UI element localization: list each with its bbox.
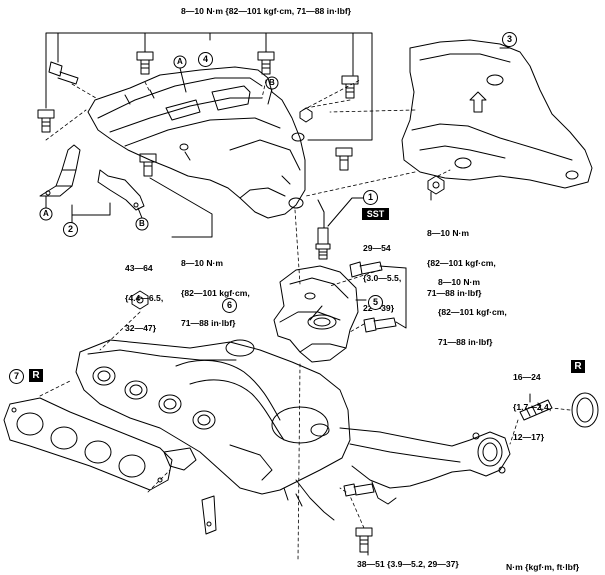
callout-4: 4 bbox=[198, 52, 213, 67]
marker-a-lower: A bbox=[43, 209, 49, 218]
callout-1: 1 bbox=[363, 190, 378, 205]
reference-markers bbox=[39, 55, 279, 231]
heat-shield-upper bbox=[87, 66, 306, 219]
replace-part-tag-gasket: R bbox=[29, 369, 43, 382]
torque-line-1: 29—54 bbox=[363, 243, 391, 253]
callout-2: 2 bbox=[63, 222, 78, 237]
callout-6: 6 bbox=[222, 298, 237, 313]
torque-line-3: 71—88 in·lbf} bbox=[181, 318, 236, 328]
torque-line-3: 71—88 in·lbf} bbox=[427, 288, 482, 298]
leader-lines bbox=[71, 32, 531, 556]
torque-line-1: 16—24 bbox=[513, 372, 541, 382]
manifold-gasket bbox=[3, 397, 173, 491]
torque-line-2: {1.7—2.4, bbox=[513, 402, 552, 412]
replace-part-tag-ring: R bbox=[571, 360, 585, 373]
callout-7: 7 bbox=[9, 369, 24, 384]
torque-line-2: {3.0—5.5, bbox=[363, 273, 402, 283]
torque-line-1: 8—10 N·m bbox=[427, 228, 470, 238]
front-exhaust-pipe bbox=[339, 427, 511, 505]
torque-line-2: {82—101 kgf·cm, bbox=[427, 258, 496, 268]
torque-line-1: 8—10 N·m bbox=[438, 277, 481, 287]
heat-shield-insulator bbox=[401, 39, 593, 189]
torque-spec-manifold-nut: 43—64 {4.4—6.5, 32—47} bbox=[125, 243, 163, 343]
top-torque-leaders bbox=[45, 32, 373, 141]
torque-spec-lower-shield-bolts: 8—10 N·m {82—101 kgf·cm, 71—88 in·lbf} bbox=[438, 257, 507, 357]
torque-spec-bracket-bolt: 8—10 N·m {82—101 kgf·cm, 71—88 in·lbf} bbox=[181, 238, 250, 338]
torque-spec-pipe-bolt: 38—51 {3.9—5.2, 29—37} bbox=[357, 559, 459, 569]
torque-spec-oxygen-sensor: 29—54 {3.0—5.5, 22—39} bbox=[363, 223, 401, 323]
special-service-tool-tag: SST bbox=[362, 208, 389, 220]
torque-line-2: {4.4—6.5, bbox=[125, 293, 164, 303]
torque-line-3: 12—17} bbox=[513, 432, 545, 442]
manifold-brackets bbox=[39, 144, 145, 211]
marker-a-upper: A bbox=[177, 57, 183, 66]
alignment-lines bbox=[39, 79, 571, 561]
callout-3: 3 bbox=[502, 32, 517, 47]
torque-spec-insulator-nut: 8—10 N·m {82—101 kgf·cm, 71—88 in·lbf} bbox=[427, 208, 496, 308]
torque-line-1: 43—64 bbox=[125, 263, 153, 273]
marker-b-upper: B bbox=[269, 78, 275, 87]
torque-line-2: {82—101 kgf·cm, bbox=[181, 288, 250, 298]
oxygen-sensor bbox=[315, 199, 331, 260]
torque-line-3: 32—47} bbox=[125, 323, 157, 333]
heat-shield-lower bbox=[273, 265, 359, 363]
torque-line-3: 71—88 in·lbf} bbox=[438, 337, 493, 347]
torque-line-2: {82—101 kgf·cm, bbox=[438, 307, 507, 317]
exhaust-manifold bbox=[75, 339, 351, 535]
torque-spec-stud-bolt: 16—24 {1.7—2.4, 12—17} bbox=[513, 352, 551, 452]
callout-5: 5 bbox=[368, 295, 383, 310]
torque-line-1: 8—10 N·m bbox=[181, 258, 224, 268]
units-note: N·m {kgf·m, ft·lbf} bbox=[506, 562, 580, 572]
marker-b-lower: B bbox=[139, 219, 145, 228]
torque-spec-heat-shield-bolts: 8—10 N·m {82—101 kgf·cm, 71—88 in·lbf} bbox=[181, 6, 352, 16]
